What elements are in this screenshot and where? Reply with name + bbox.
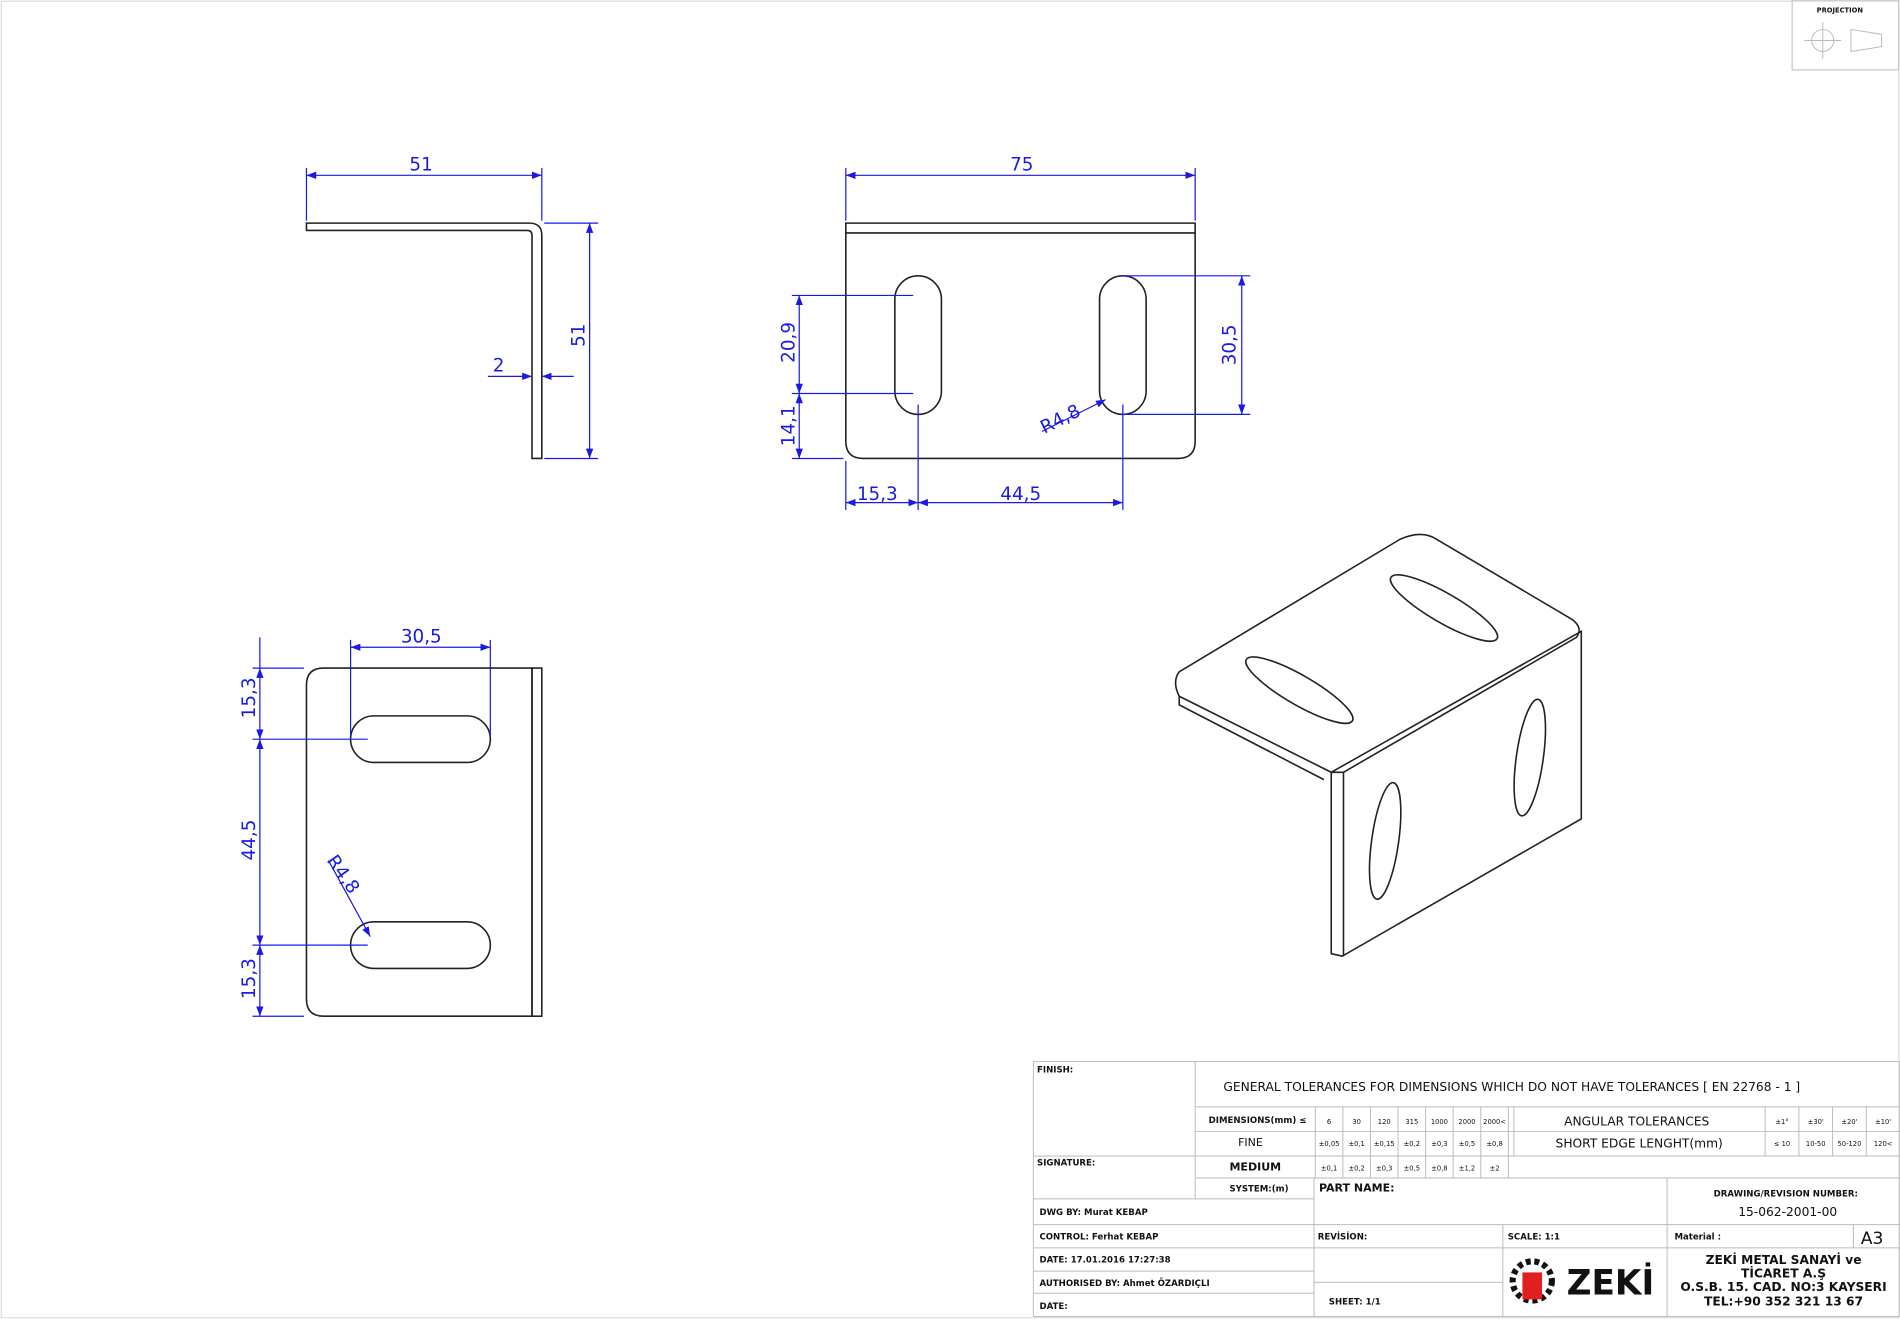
- top-view: 30,5 15,3 44,5 15,3 R4,8: [239, 626, 543, 1018]
- dim-side-width: 51: [409, 154, 432, 175]
- system-label: SYSTEM:(m): [1229, 1185, 1288, 1195]
- dim-side-height: 51: [569, 324, 590, 347]
- authorised-by: AUTHORISED BY: Ahmet ÖZARDIÇLI: [1039, 1278, 1209, 1289]
- part-name-label: PART NAME:: [1319, 1182, 1395, 1195]
- dim-front-width: 75: [1010, 154, 1033, 175]
- company-logo: ZEKİ: [1509, 1258, 1655, 1304]
- medium-tolerance: ±0,8: [1431, 1165, 1447, 1173]
- short-edge-range: 50-120: [1838, 1140, 1862, 1148]
- dim-top-offset: 15,3: [239, 677, 260, 718]
- logo-text: ZEKİ: [1567, 1262, 1655, 1303]
- dim-bottom-offset-top: 15,3: [239, 958, 260, 999]
- fine-tolerance: ±0,8: [1486, 1140, 1502, 1148]
- fine-tolerance: ±0,1: [1348, 1140, 1364, 1148]
- medium-tolerance: ±0,2: [1348, 1165, 1364, 1173]
- short-edge-range: 120<: [1874, 1140, 1893, 1148]
- scale-label: SCALE: 1:1: [1508, 1232, 1560, 1242]
- dwg-by: DWG BY: Murat KEBAP: [1039, 1208, 1147, 1218]
- dimension-header: 2000: [1458, 1118, 1475, 1126]
- dimension-header: 2000<: [1483, 1118, 1506, 1126]
- fine-tolerance: ±0,5: [1459, 1140, 1475, 1148]
- revision-label: REVİSİON:: [1318, 1231, 1368, 1242]
- title-block: FINISH: SIGNATURE: GENERAL TOLERANCES FO…: [1032, 1061, 1900, 1318]
- dimension-header: 30: [1352, 1118, 1361, 1126]
- dimension-header: 120: [1378, 1118, 1391, 1126]
- dimension-header: 6: [1327, 1118, 1331, 1126]
- medium-tolerance: ±0,1: [1321, 1165, 1337, 1173]
- dimension-header: 1000: [1431, 1118, 1448, 1126]
- fine-tolerance: ±0,05: [1319, 1140, 1340, 1148]
- side-view: 51 51 2: [305, 154, 599, 460]
- fine-tolerance: ±0,3: [1431, 1140, 1447, 1148]
- dim-radius: R4,8: [1037, 401, 1084, 439]
- dim-thickness: 2: [493, 355, 505, 376]
- general-tolerances-heading: GENERAL TOLERANCES FOR DIMENSIONS WHICH …: [1223, 1080, 1800, 1094]
- dim-slot-span: 30,5: [1220, 324, 1241, 365]
- control: CONTROL: Ferhat KEBAP: [1039, 1232, 1158, 1242]
- angular-tolerance: ±20': [1841, 1118, 1857, 1126]
- fine-label: FINE: [1238, 1136, 1263, 1149]
- projection-label: PROJECTION: [1817, 6, 1864, 14]
- isometric-view: [1174, 533, 1583, 957]
- medium-tolerance: ±0,5: [1404, 1165, 1420, 1173]
- finish-label: FINISH:: [1037, 1066, 1073, 1076]
- medium-tolerance: ±1,2: [1459, 1165, 1475, 1173]
- signature-label: SIGNATURE:: [1037, 1159, 1095, 1169]
- angular-tolerance: ±30': [1808, 1118, 1824, 1126]
- dim-slot-length: 20,9: [778, 322, 799, 363]
- dimension-header: 315: [1405, 1118, 1418, 1126]
- dim-left-offset: 15,3: [857, 484, 898, 505]
- dimensions-label: DIMENSIONS(mm) ≤: [1209, 1116, 1307, 1126]
- sheet-number: SHEET: 1/1: [1329, 1297, 1381, 1307]
- dim-top-slot-pitch: 44,5: [239, 820, 260, 861]
- dim-top-slot-span: 30,5: [401, 626, 442, 647]
- date-created: DATE: 17.01.2016 17:27:38: [1039, 1256, 1170, 1266]
- angular-tolerance: ±1°: [1775, 1118, 1788, 1126]
- projection-symbol: PROJECTION: [1791, 0, 1900, 71]
- medium-tolerance: ±0,3: [1376, 1165, 1392, 1173]
- short-edge-range: ≤ 10: [1774, 1140, 1790, 1148]
- drawing-number-label: DRAWING/REVISION NUMBER:: [1714, 1189, 1858, 1199]
- angular-tolerances-label: ANGULAR TOLERANCES: [1564, 1114, 1709, 1128]
- fine-tolerance: ±0,2: [1404, 1140, 1420, 1148]
- short-edge-label: SHORT EDGE LENGHT(mm): [1556, 1136, 1723, 1150]
- dim-top-radius: R4,8: [322, 851, 363, 897]
- medium-tolerance: ±2: [1490, 1165, 1500, 1173]
- date-approved: DATE:: [1039, 1302, 1067, 1312]
- company-line-1: ZEKİ METAL SANAYİ ve: [1706, 1252, 1862, 1267]
- company-line-3: O.S.B. 15. CAD. NO:3 KAYSERI: [1680, 1280, 1886, 1294]
- fine-tolerance: ±0,15: [1374, 1140, 1395, 1148]
- angular-tolerance: ±10': [1875, 1118, 1891, 1126]
- short-edge-range: 10-50: [1806, 1140, 1826, 1148]
- dim-bottom-offset: 14,1: [778, 405, 799, 446]
- medium-label: MEDIUM: [1229, 1161, 1281, 1174]
- drawing-number: 15-062-2001-00: [1738, 1205, 1837, 1219]
- dim-slot-pitch: 44,5: [1000, 484, 1041, 505]
- front-view: 75 20,9 14,1 30,5 15,3 44,5 R4,8: [778, 154, 1251, 510]
- company-line-2: TİCARET A.Ş: [1741, 1265, 1826, 1280]
- material-label: Material :: [1674, 1232, 1721, 1242]
- company-line-4: TEL:+90 352 321 13 67: [1704, 1295, 1863, 1309]
- sheet-size: A3: [1861, 1229, 1884, 1249]
